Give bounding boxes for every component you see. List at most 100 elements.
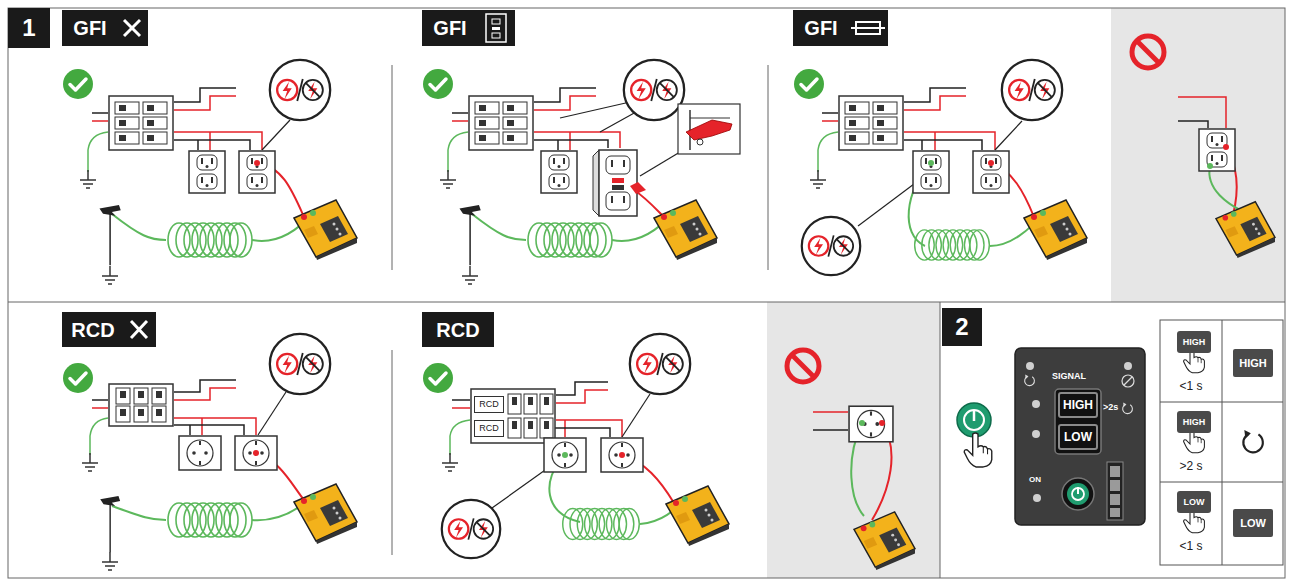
node-text: >2s: [1103, 403, 1118, 412]
grey-panel: [1111, 8, 1285, 302]
outlet: [239, 151, 275, 193]
node-text: RCD: [436, 320, 479, 340]
ground-symbol: [82, 453, 98, 471]
ground-symbol: [102, 552, 118, 570]
outlet: [973, 151, 1009, 193]
ground-symbol: [80, 170, 96, 188]
power-press: [957, 403, 991, 437]
control-panel: SIGNAL>2sONHIGHLOW: [1015, 348, 1145, 525]
contact-dot: [1223, 144, 1229, 150]
section-tag: GFI: [62, 10, 118, 46]
ground-symbol: [810, 170, 826, 188]
breaker-panel: [471, 389, 555, 443]
contact-dot: [928, 160, 934, 166]
outlet: [541, 151, 577, 193]
duration-label: <1 s: [1160, 379, 1222, 393]
step-number: 1: [8, 8, 50, 48]
section-tag: GFI: [422, 10, 478, 46]
node-text: HIGH: [1239, 358, 1267, 369]
button-press: HIGH: [1177, 411, 1211, 433]
voltage-icon: [624, 60, 684, 120]
section-tag: RCD: [62, 312, 124, 347]
wiring: [1178, 97, 1242, 215]
tester: [1216, 202, 1275, 258]
function-table: [1160, 320, 1283, 565]
check-mark: [63, 363, 93, 393]
lead-coil: [168, 503, 252, 537]
node-text: HIGH: [1183, 418, 1206, 427]
rcd-breaker: RCD: [474, 396, 504, 413]
ground-symbol: [442, 453, 458, 471]
contact-dot: [879, 420, 885, 426]
voltage-icon: [442, 500, 500, 558]
outlet: [601, 438, 643, 472]
voltage-icon: [270, 60, 330, 120]
contact-dot: [254, 160, 260, 166]
result-box: HIGH: [1233, 349, 1273, 377]
breaker-panel: [839, 96, 903, 150]
frame: [8, 8, 1285, 578]
section-tag: GFI: [793, 10, 849, 46]
contact-dot: [1207, 163, 1213, 169]
ground-probe: [99, 205, 120, 265]
prohibited-sign: [1132, 36, 1164, 68]
tester: [654, 200, 717, 260]
lead-coil: [528, 223, 612, 257]
lead-coil: [563, 509, 640, 540]
prohibited-sign: [787, 350, 819, 382]
node-text: RCD: [479, 424, 499, 433]
signal-button: LOW: [1058, 424, 1098, 450]
wiring: [818, 88, 1043, 246]
node-text: GFI: [804, 18, 837, 38]
check-mark: [423, 69, 453, 99]
voltage-icon: [270, 334, 330, 394]
tester: [294, 200, 357, 260]
voltage-icon: [1002, 60, 1062, 120]
check-mark: [63, 69, 93, 99]
button-press: LOW: [1177, 491, 1211, 513]
tester: [854, 512, 915, 570]
ground-probe: [459, 205, 480, 265]
check-mark: [794, 69, 824, 99]
contact-dot: [988, 160, 994, 166]
result-box: LOW: [1233, 509, 1273, 537]
contact-dot: [253, 450, 259, 456]
node-text: ON: [1029, 476, 1041, 484]
tester: [294, 484, 357, 544]
ground-symbol: [462, 266, 478, 284]
node-text: 2: [955, 315, 968, 339]
tester: [666, 486, 729, 546]
ground-probe: [100, 496, 120, 552]
voltage-icon: [802, 217, 860, 275]
grey-panel: [767, 302, 940, 578]
contact-dot: [859, 420, 865, 426]
node-text: LOW: [1240, 518, 1266, 529]
lead-coil: [915, 230, 990, 260]
outlet: [849, 406, 893, 442]
wiring: [90, 380, 313, 520]
node-text: LOW: [1064, 431, 1092, 443]
lead-coil: [168, 223, 252, 257]
node-text: GFI: [433, 18, 466, 38]
node-text: RCD: [71, 320, 114, 340]
outlet: [189, 151, 225, 193]
contact-dot: [619, 452, 625, 458]
node-text: 1: [22, 16, 35, 40]
outlet: [1199, 129, 1235, 171]
breaker-panel: [109, 96, 173, 150]
outlet: [179, 436, 221, 470]
node-text: LOW: [1184, 498, 1205, 507]
node-text: HIGH: [1063, 399, 1093, 411]
pressing-hand: [964, 433, 992, 467]
header-icon: [116, 10, 888, 347]
step-number: 2: [942, 308, 982, 346]
clip: [630, 182, 646, 194]
contact-dot: [562, 452, 568, 458]
node-text: RCD: [479, 400, 499, 409]
ground-symbol: [440, 170, 456, 188]
button-press: HIGH: [1177, 331, 1211, 353]
outlet: [235, 436, 277, 470]
